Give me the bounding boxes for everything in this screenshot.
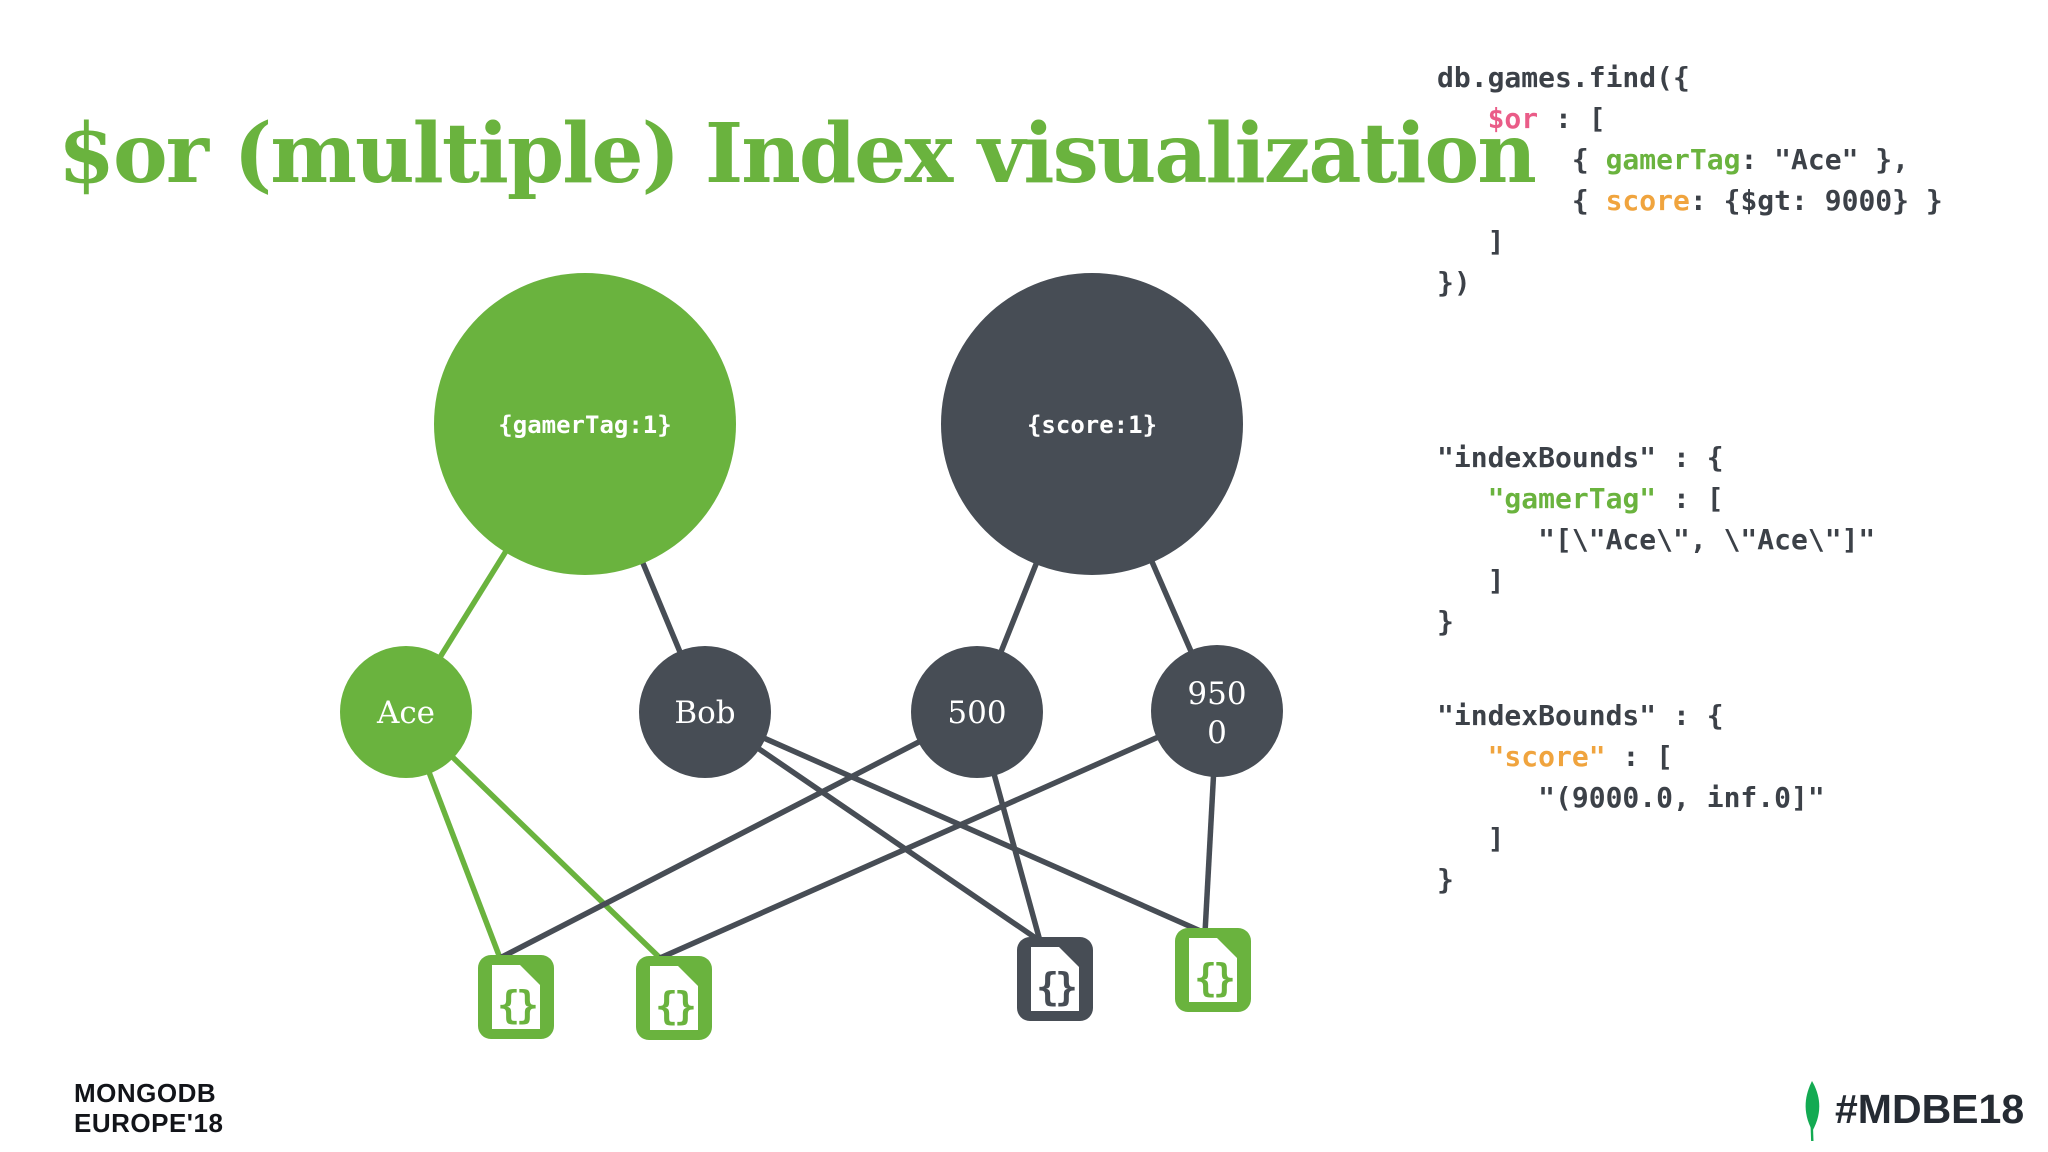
page-title: $or (multiple) Index visualization	[58, 105, 1537, 202]
code-line: ]	[1437, 225, 1505, 258]
index-node-gamertag: {gamerTag:1}	[434, 273, 736, 575]
code-line: { score: {$gt: 9000} }	[1437, 184, 1943, 217]
gamertag-index-label: {gamerTag:1}	[498, 411, 671, 439]
gamertag-index-circle	[434, 273, 736, 575]
document-icon-2: {}	[636, 956, 712, 1040]
code-line: "score" : [	[1487, 740, 1674, 773]
logo-line-2: EUROPE'18	[74, 1108, 224, 1138]
code-line: "indexBounds" : {	[1437, 699, 1724, 732]
score-index-circle	[941, 273, 1243, 575]
key-node-500: 500	[911, 646, 1043, 778]
ace-key-label: Ace	[376, 695, 435, 731]
document-page	[492, 965, 540, 1029]
hashtag-text: #MDBE18	[1835, 1086, 2025, 1132]
ace-key-circle	[340, 646, 472, 778]
edge-bob-to-doc3	[703, 709, 1042, 944]
code-line: ]	[1437, 822, 1505, 855]
score-index-label: {score:1}	[1027, 411, 1157, 439]
document-icon-1: {}	[478, 955, 554, 1039]
500-key-label: 500	[947, 695, 1006, 731]
bob-key-circle	[639, 646, 771, 778]
edge-9500-to-doc2	[658, 708, 1219, 961]
code-line: }	[1437, 863, 1454, 896]
mongodb-leaf-icon	[1805, 1081, 1820, 1142]
hashtag-block: #MDBE18	[1799, 1080, 2024, 1142]
query-code-block: db.games.find({ $or : [ { gamerTag: "Ace…	[1437, 57, 1943, 303]
code-line: { gamerTag: "Ace" },	[1437, 143, 1910, 176]
key-node-bob: Bob	[639, 646, 771, 778]
500-key-circle	[911, 646, 1043, 778]
braces-glyph: {}	[1036, 965, 1075, 1009]
edge-500-to-doc1	[498, 709, 979, 961]
mongodb-europe-logo: MONGODB EUROPE'18	[74, 1078, 223, 1138]
braces-glyph: {}	[1194, 956, 1233, 1000]
key-node-9500: 950 0	[1151, 645, 1283, 777]
braces-glyph: {}	[497, 983, 536, 1027]
code-line: db.games.find({	[1437, 61, 1690, 94]
document-icon-4: {}	[1175, 928, 1251, 1012]
document-page	[1189, 938, 1237, 1002]
code-line: }	[1437, 605, 1454, 638]
document-page	[1031, 947, 1079, 1011]
indexbounds-gamertag-code-block: "indexBounds" : { "gamerTag" : [ "[\"Ace…	[1437, 437, 1875, 642]
code-line: "[\"Ace\", \"Ace\"]"	[1437, 523, 1876, 556]
logo-line-1: MONGODB	[74, 1078, 217, 1108]
braces-glyph: {}	[655, 984, 694, 1028]
9500-key-label-line1: 950	[1187, 676, 1246, 712]
code-line: "(9000.0, inf.0]"	[1437, 781, 1825, 814]
9500-key-circle	[1151, 645, 1283, 777]
index-node-score: {score:1}	[941, 273, 1243, 575]
9500-key-label-line2: 0	[1207, 715, 1227, 751]
document-page	[650, 966, 698, 1030]
key-node-ace: Ace	[340, 646, 472, 778]
code-line: ]	[1437, 564, 1505, 597]
code-line: "indexBounds" : {	[1437, 441, 1724, 474]
code-line: })	[1437, 266, 1471, 299]
bob-key-label: Bob	[674, 695, 735, 731]
code-line: "gamerTag" : [	[1487, 482, 1724, 515]
indexbounds-score-code-block: "indexBounds" : { "score" : [ "(9000.0, …	[1437, 695, 1825, 900]
document-icon-3: {}	[1017, 937, 1093, 1021]
edge-bob-to-doc4	[703, 709, 1207, 936]
code-line: $or : [	[1487, 102, 1606, 135]
